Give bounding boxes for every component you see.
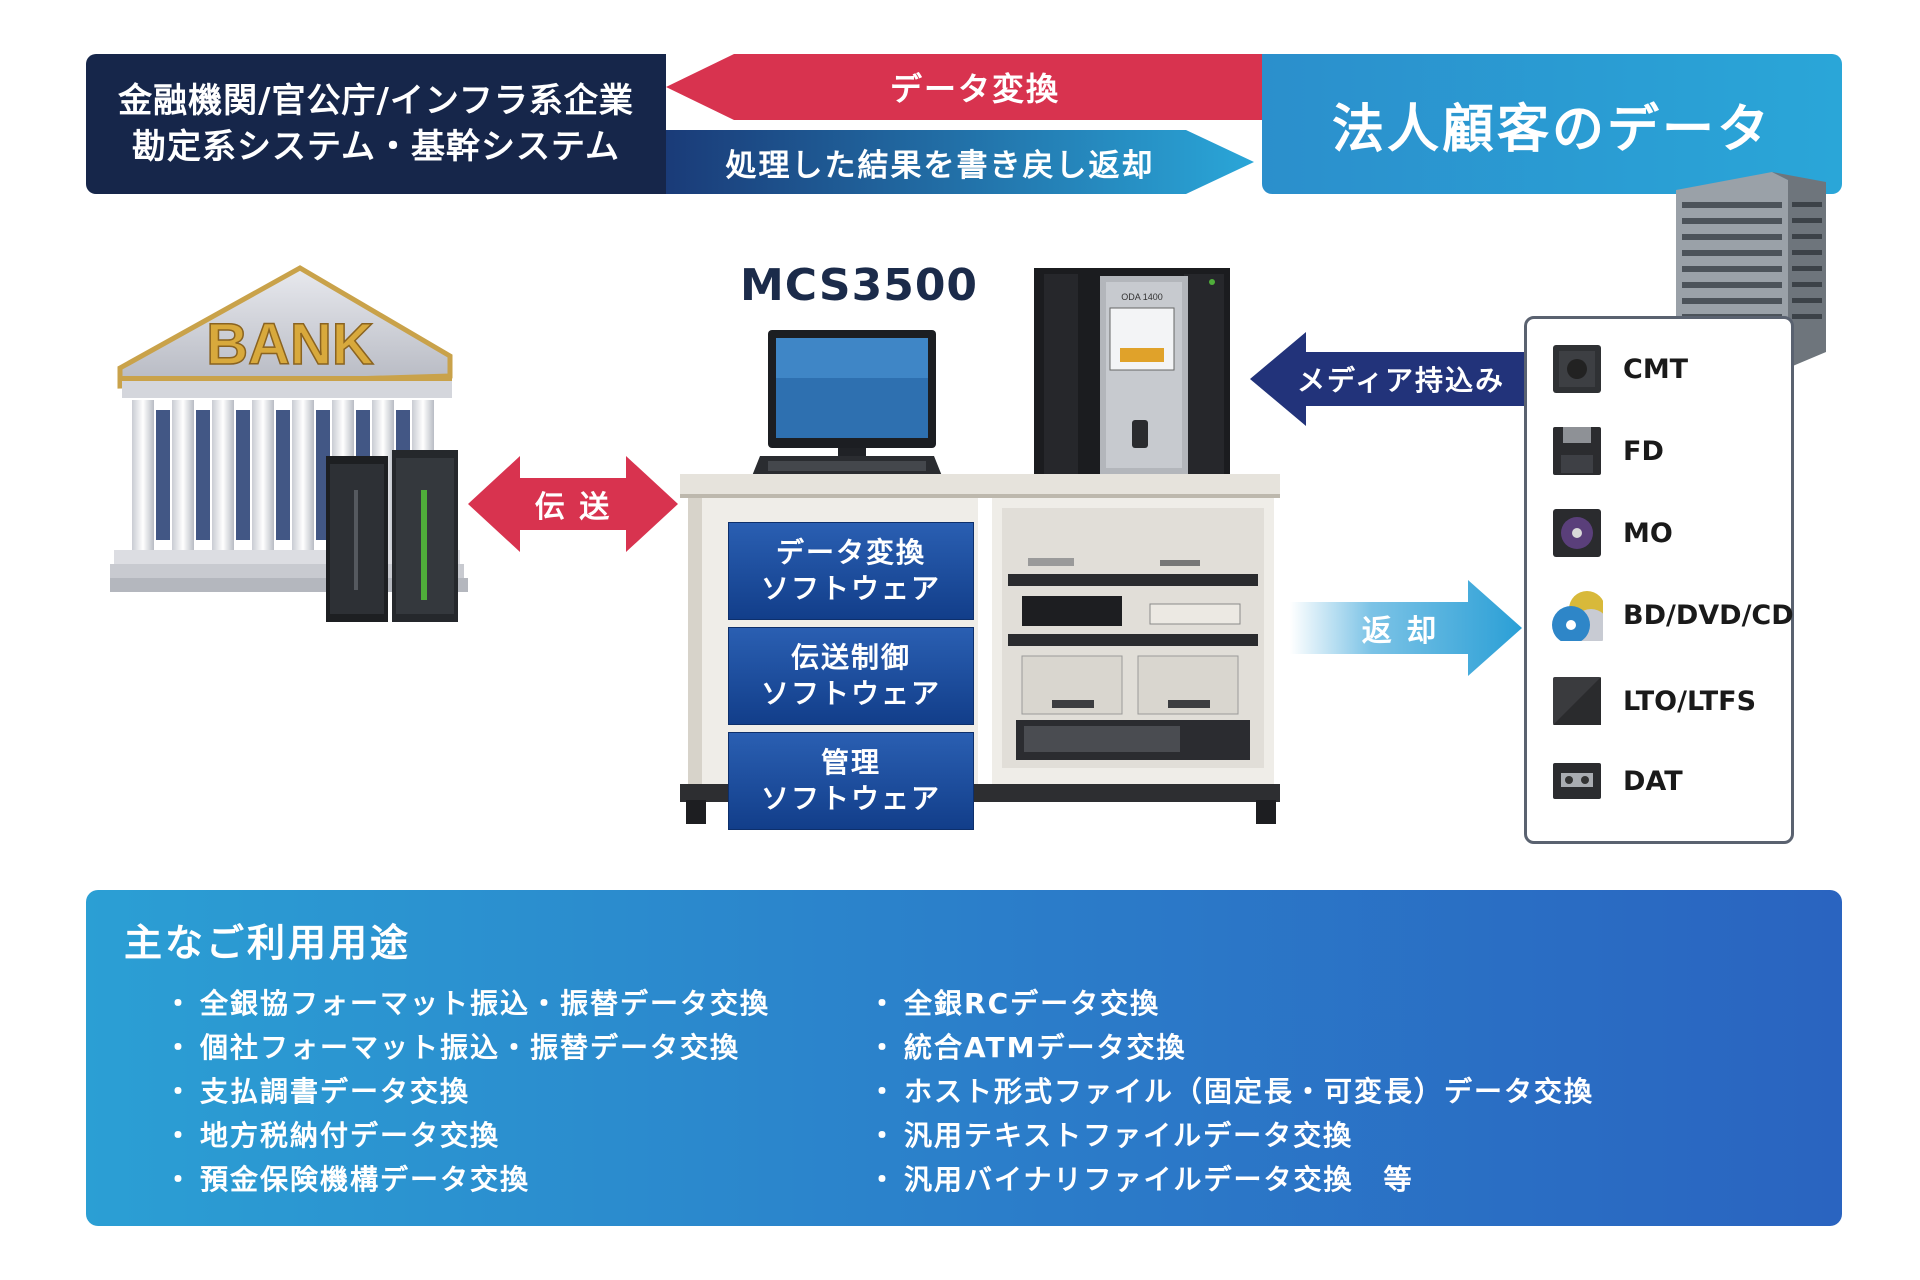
usage-item-text: 個社フォーマット振込・振替データ交換 (200, 1031, 741, 1064)
software-box-management: 管理 ソフトウェア (728, 732, 974, 830)
keyboard-icon (752, 456, 942, 476)
mo-disk-icon (1553, 509, 1601, 557)
usage-panel: 主なご利用用途 ・全銀協フォーマット振込・振替データ交換 ・個社フォーマット振込… (86, 890, 1842, 1226)
software-line-1: 伝送制御 (790, 641, 911, 674)
monitor-icon (768, 330, 936, 466)
usage-item-text: 支払調書データ交換 (200, 1075, 471, 1108)
bullet: ・ (868, 1031, 899, 1064)
media-label: FD (1623, 435, 1664, 467)
software-line-2: ソフトウェア (760, 572, 941, 605)
usage-title: 主なご利用用途 (124, 921, 412, 965)
return-result-arrow (666, 130, 1254, 194)
dat-tape-icon (1553, 763, 1601, 799)
list-item: ・統合ATMデータ交換 (868, 1026, 1594, 1070)
list-item: ・地方税納付データ交換 (164, 1114, 770, 1158)
media-item-dat: DAT (1551, 755, 1683, 807)
list-item: ・全銀協フォーマット振込・振替データ交換 (164, 982, 770, 1026)
list-item: ・全銀RCデータ交換 (868, 982, 1594, 1026)
media-item-optical: BD/DVD/CD (1551, 589, 1794, 641)
bullet: ・ (868, 1075, 899, 1108)
media-label: LTO/LTFS (1623, 685, 1757, 717)
media-label: CMT (1623, 353, 1689, 385)
bullet: ・ (164, 1075, 195, 1108)
oda-badge-text: ODA 1400 (1121, 292, 1163, 302)
optical-discs-icon (1552, 591, 1603, 641)
mainframe-server-icon (326, 450, 458, 622)
usage-list-left: ・全銀協フォーマット振込・振替データ交換 ・個社フォーマット振込・振替データ交換… (164, 982, 770, 1202)
software-line-2: ソフトウェア (760, 782, 941, 815)
usage-item-text: 統合ATMデータ交換 (904, 1031, 1187, 1064)
transfer-label: 伝 送 (534, 490, 612, 525)
data-convert-arrow (666, 54, 1276, 120)
bank-sign-text: BANK (206, 312, 374, 377)
media-item-cmt: CMT (1551, 343, 1688, 395)
bullet: ・ (868, 1163, 899, 1196)
organization-box: 金融機関/官公庁/インフラ系企業 勘定系システム・基幹システム (86, 54, 666, 194)
bank-building-icon: BANK (110, 265, 468, 592)
lto-cartridge-icon (1553, 677, 1601, 725)
bullet: ・ (164, 1163, 195, 1196)
transfer-double-arrow (468, 456, 678, 552)
media-label: MO (1623, 517, 1673, 549)
data-convert-label: データ変換 (889, 70, 1060, 108)
usage-item-text: 汎用テキストファイルデータ交換 (904, 1119, 1354, 1152)
software-line-1: データ変換 (775, 536, 926, 569)
bullet: ・ (164, 987, 195, 1020)
media-return-arrow (1290, 580, 1522, 676)
customer-data-box: 法人顧客のデータ (1262, 54, 1842, 194)
media-list-panel: CMT FD MO BD/DVD/CD LTO/LTFS (1524, 316, 1794, 844)
media-in-arrow (1250, 332, 1524, 426)
usage-item-text: 汎用バイナリファイルデータ交換 等 (904, 1163, 1414, 1196)
usage-item-text: 地方税納付データ交換 (200, 1119, 501, 1152)
bullet: ・ (868, 1119, 899, 1152)
list-item: ・汎用バイナリファイルデータ交換 等 (868, 1158, 1594, 1202)
list-item: ・預金保険機構データ交換 (164, 1158, 770, 1202)
media-in-label: メディア持込み (1296, 364, 1506, 397)
list-item: ・支払調書データ交換 (164, 1070, 770, 1114)
organization-line-2: 勘定系システム・基幹システム (132, 127, 620, 167)
media-item-lto: LTO/LTFS (1551, 675, 1756, 727)
software-line-2: ソフトウェア (760, 677, 941, 710)
software-box-data-conversion: データ変換 ソフトウェア (728, 522, 974, 620)
return-result-label: 処理した結果を書き戻し返却 (725, 147, 1155, 184)
cmt-cartridge-icon (1553, 345, 1601, 393)
product-title: MCS3500 (740, 260, 979, 311)
usage-item-text: 全銀協フォーマット振込・振替データ交換 (200, 987, 771, 1020)
media-label: DAT (1623, 765, 1683, 797)
media-label: BD/DVD/CD (1623, 599, 1794, 631)
software-line-1: 管理 (820, 746, 881, 779)
list-item: ・ホスト形式ファイル（固定長・可変長）データ交換 (868, 1070, 1594, 1114)
usage-item-text: 全銀RCデータ交換 (904, 987, 1161, 1020)
list-item: ・個社フォーマット振込・振替データ交換 (164, 1026, 770, 1070)
bullet: ・ (164, 1119, 195, 1152)
list-item: ・汎用テキストファイルデータ交換 (868, 1114, 1594, 1158)
oda-device-icon: ODA 1400 (1034, 268, 1230, 476)
media-item-fd: FD (1551, 425, 1664, 477)
usage-item-text: ホスト形式ファイル（固定長・可変長）データ交換 (904, 1075, 1595, 1108)
software-box-transfer-control: 伝送制御 ソフトウェア (728, 627, 974, 725)
bullet: ・ (164, 1031, 195, 1064)
floppy-disk-icon (1553, 427, 1601, 475)
media-item-mo: MO (1551, 507, 1673, 559)
organization-line-1: 金融機関/官公庁/インフラ系企業 (118, 81, 634, 121)
usage-item-text: 預金保険機構データ交換 (200, 1163, 531, 1196)
bullet: ・ (868, 987, 899, 1020)
customer-data-label: 法人顧客のデータ (1331, 99, 1772, 160)
media-return-label: 返 却 (1361, 614, 1439, 649)
usage-list-right: ・全銀RCデータ交換 ・統合ATMデータ交換 ・ホスト形式ファイル（固定長・可変… (868, 982, 1594, 1202)
